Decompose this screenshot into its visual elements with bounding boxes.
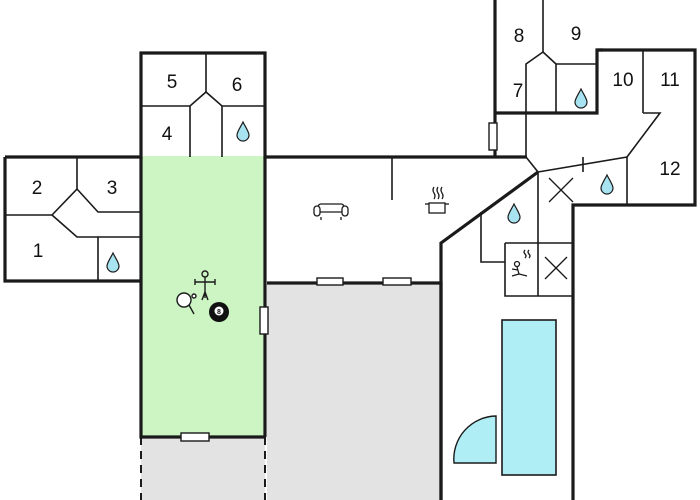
room-label-6: 6 [232,75,243,96]
room-label-7: 7 [513,81,524,102]
room-label-10: 10 [612,70,633,91]
cross-mark-icon [544,256,568,280]
room-label-9: 9 [571,24,582,45]
svg-text:8: 8 [217,309,221,316]
room-label-11: 11 [660,70,680,91]
table-tennis-icon [176,292,197,315]
grey-area-floor [267,283,441,500]
water-drop-icon [236,121,250,142]
table-football-icon [194,270,216,301]
cooking-pot-icon [425,186,449,214]
room-label-5: 5 [167,72,178,93]
room-label-12: 12 [659,159,680,180]
room-label-4: 4 [162,124,173,145]
water-drop-icon [574,88,588,109]
room-label-3: 3 [107,178,118,199]
outer-walls [3,0,697,500]
room-label-1: 1 [33,241,44,262]
terrace-floor [141,438,265,500]
windows [180,122,498,442]
water-drop-icon [507,203,521,224]
room-label-8: 8 [514,26,525,47]
room-label-2: 2 [32,178,43,199]
pool [501,319,557,476]
sofa-icon [313,203,349,220]
shower-corner [453,415,497,464]
sauna-icon [511,249,531,277]
cross-mark-icon [548,177,574,203]
water-drop-icon [600,174,614,195]
billiard-ball-icon: 8 [209,302,229,322]
inner-walls [5,0,662,297]
water-drop-icon [106,252,120,273]
